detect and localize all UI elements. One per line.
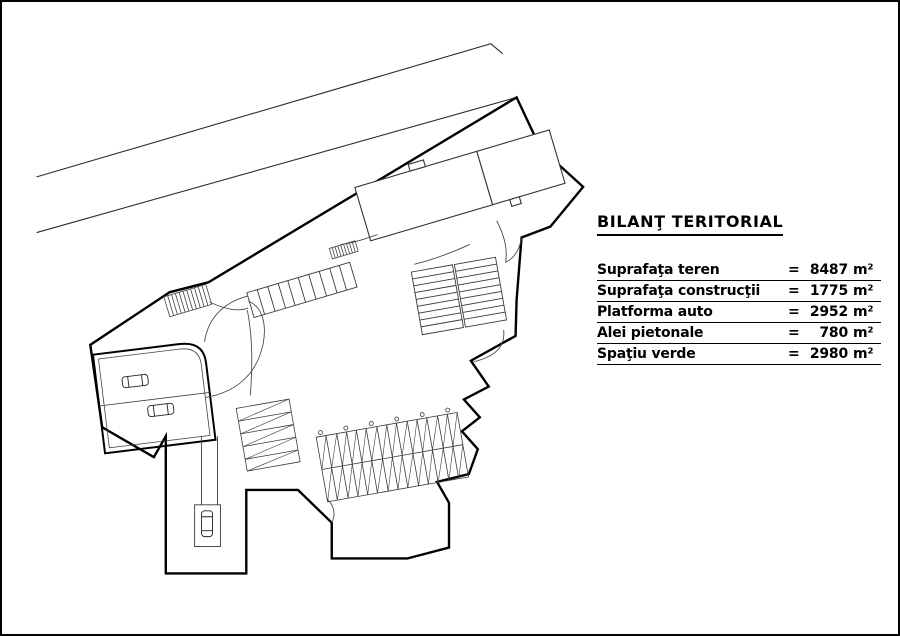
road-lines — [36, 43, 517, 234]
row-value: 2980 — [809, 346, 848, 362]
parking-comb-bottom — [315, 407, 469, 503]
row-equals: = — [788, 346, 800, 362]
legend-row-platforma-auto: Platforma auto = 2952 m² — [597, 302, 881, 323]
row-equals: = — [788, 325, 800, 341]
legend-row-suprafata-constructii: Suprafaţa construcţii = 1775 m² — [597, 281, 881, 302]
row-label: Spaţiu verde — [597, 346, 696, 362]
enclosure-divider — [99, 392, 210, 407]
territorial-balance-table: BILANŢ TERITORIAL Suprafaţa teren = 8487… — [597, 212, 881, 365]
building-wing-right — [476, 129, 566, 206]
row-value: 2952 — [809, 304, 848, 320]
path-curves — [204, 220, 522, 523]
building — [354, 129, 566, 242]
row-value: 1775 — [809, 283, 848, 299]
legend-title: BILANŢ TERITORIAL — [597, 212, 784, 236]
loading-dock — [194, 436, 221, 548]
enclosure-inner-wall — [98, 348, 211, 449]
building-vent — [407, 159, 427, 172]
row-label: Alei pietonale — [597, 325, 704, 341]
row-unit: m² — [853, 283, 874, 299]
parking-stalls-left — [235, 398, 301, 472]
garage-enclosure — [91, 342, 217, 455]
steps-hatch — [328, 240, 359, 260]
building-annex — [509, 196, 522, 207]
car-icon — [121, 373, 149, 389]
row-equals: = — [788, 283, 800, 299]
legend-row-spatiu-verde: Spaţiu verde = 2980 m² — [597, 344, 881, 365]
tree-dots — [318, 407, 451, 435]
row-unit: m² — [853, 304, 874, 320]
row-unit: m² — [853, 325, 874, 341]
row-equals: = — [788, 262, 800, 278]
row-unit: m² — [853, 262, 874, 278]
car-icon — [201, 510, 213, 538]
property-boundary — [88, 95, 585, 575]
enclosure-outer-wall — [91, 342, 217, 455]
legend-rows: Suprafaţa teren = 8487 m² Suprafaţa cons… — [597, 260, 881, 365]
legend-row-suprafata-teren: Suprafaţa teren = 8487 m² — [597, 260, 881, 281]
row-value: 780 — [819, 325, 848, 341]
row-value: 8487 — [809, 262, 848, 278]
row-equals: = — [788, 304, 800, 320]
parking-row-middle — [246, 261, 358, 319]
legend-row-alei-pietonale: Alei pietonale = 780 m² — [597, 323, 881, 344]
row-label: Platforma auto — [597, 304, 713, 320]
dock-lane — [201, 436, 218, 505]
car-icon — [147, 402, 175, 418]
entrance-crosswalk — [163, 283, 213, 318]
row-unit: m² — [853, 346, 874, 362]
row-label: Suprafaţa construcţii — [597, 283, 761, 299]
dock-bay — [194, 504, 221, 548]
row-label: Suprafaţa teren — [597, 262, 720, 278]
parking-rows-right — [410, 256, 508, 336]
